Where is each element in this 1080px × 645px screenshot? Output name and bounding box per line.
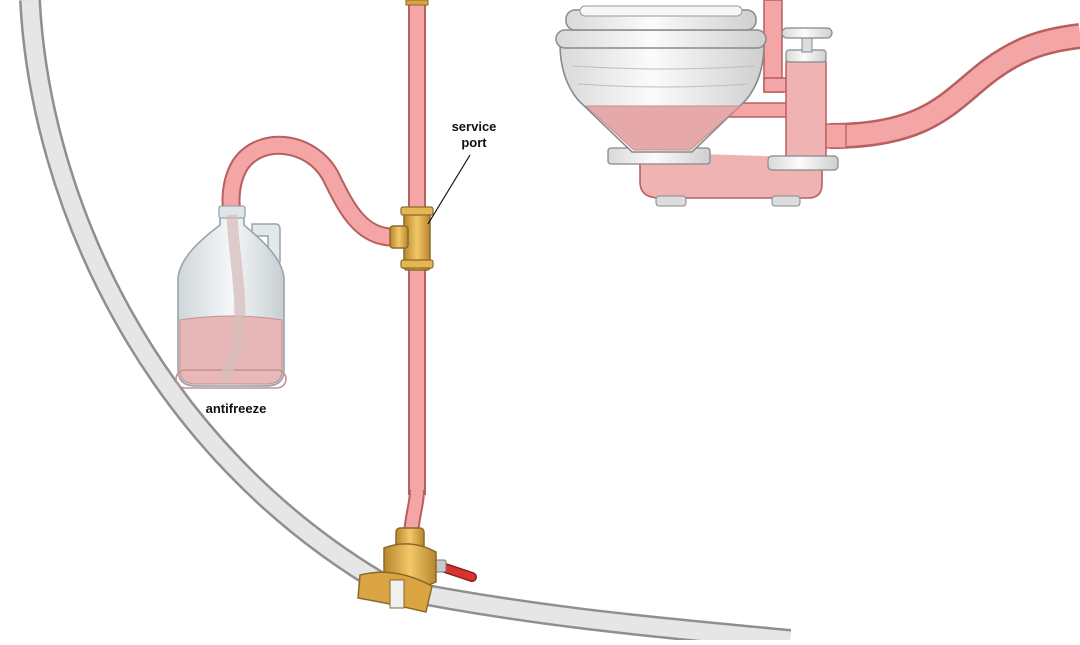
service-port-leader-line [427,154,471,225]
service-port-label-line2: port [461,135,487,150]
service-port-label-line1: service [451,119,497,134]
seacock-valve [357,527,477,613]
hull [19,0,792,645]
service-port-tee [389,206,434,271]
antifreeze-hose [221,135,399,247]
antifreeze-jug [175,205,287,389]
antifreeze-label: antifreeze [205,401,267,416]
service-port-label: service port [436,119,512,151]
marine-toilet [555,0,1080,207]
